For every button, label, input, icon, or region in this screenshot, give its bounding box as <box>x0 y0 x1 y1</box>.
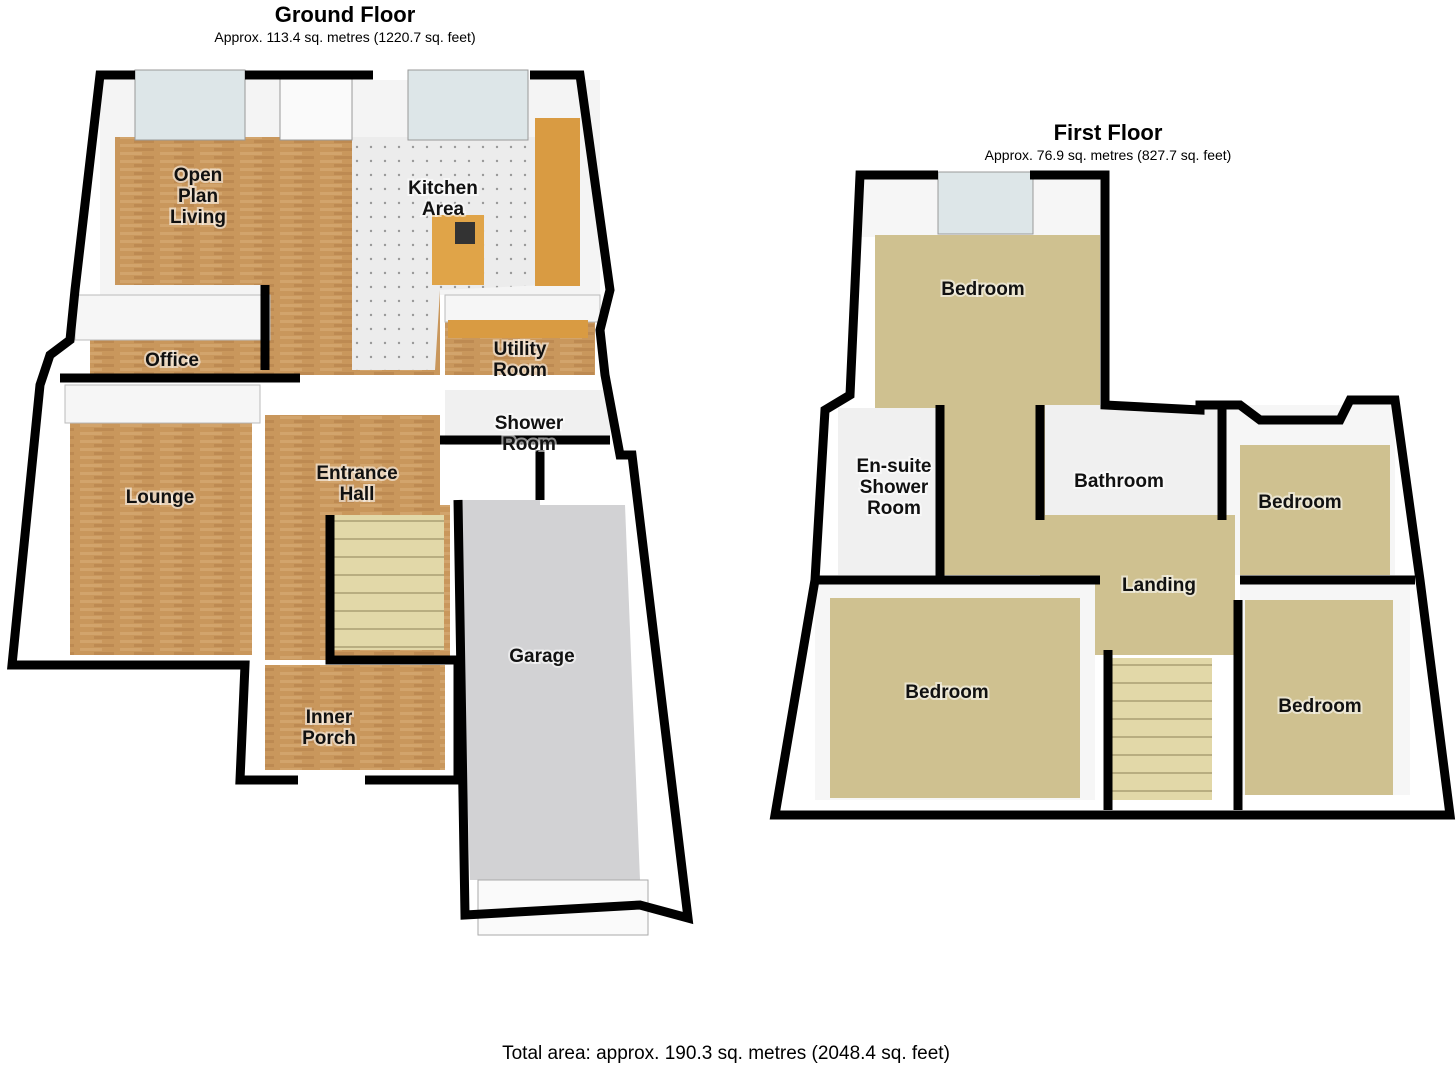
room-garage <box>458 500 640 880</box>
label-bathroom: Bathroom <box>1074 471 1164 492</box>
label-office: Office <box>145 350 199 371</box>
stairs-first <box>1112 658 1212 800</box>
ground-floor-plan <box>7 69 694 936</box>
room-lounge <box>70 420 252 655</box>
label-bedroom-main: Bedroom <box>941 279 1024 300</box>
ground-floor-title: Ground Floor <box>274 2 416 27</box>
first-floor-plan <box>769 170 1456 820</box>
label-garage: Garage <box>509 646 574 667</box>
room-inner-porch <box>265 665 445 770</box>
label-lounge: Lounge <box>126 487 195 508</box>
label-bedroom-bottom-right: Bedroom <box>1278 696 1361 717</box>
ground-floor-area: Approx. 113.4 sq. metres (1220.7 sq. fee… <box>214 29 476 45</box>
label-bedroom-right: Bedroom <box>1258 492 1341 513</box>
label-landing: Landing <box>1122 575 1196 596</box>
label-bedroom-left: Bedroom <box>905 682 988 703</box>
room-office <box>90 338 265 375</box>
room-bathroom <box>1045 405 1220 515</box>
room-en-suite <box>838 408 940 575</box>
first-floor-area: Approx. 76.9 sq. metres (827.7 sq. feet) <box>984 147 1232 163</box>
total-area: Total area: approx. 190.3 sq. metres (20… <box>502 1043 950 1064</box>
kitchen-counter <box>535 118 580 286</box>
first-floor-title: First Floor <box>1053 120 1163 145</box>
stairs-ground <box>332 515 444 650</box>
